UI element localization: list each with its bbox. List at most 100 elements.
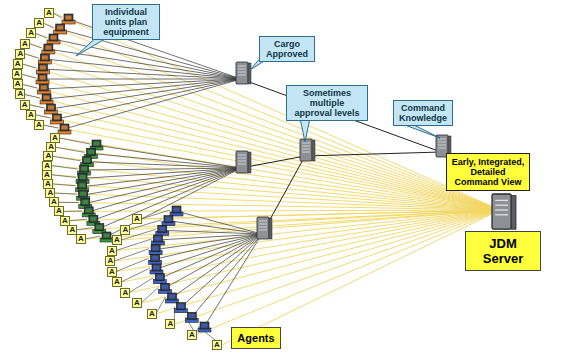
feed-line xyxy=(53,184,500,210)
agent-letter: A xyxy=(43,162,51,170)
agent-box: A xyxy=(105,256,115,266)
workstation-icon xyxy=(47,34,60,44)
agent-box: A xyxy=(107,246,117,256)
unit-line xyxy=(176,211,262,234)
agent-letter: A xyxy=(14,60,22,68)
agent-letter: A xyxy=(21,40,29,48)
agent-link xyxy=(35,115,50,118)
agent-letter: A xyxy=(68,226,76,234)
server-icon xyxy=(257,217,272,239)
agent-box: A xyxy=(120,288,130,298)
agent-letter: A xyxy=(44,152,52,160)
node-text: Command Knowledge xyxy=(397,103,449,123)
feed-line xyxy=(44,125,500,210)
unit-line xyxy=(42,79,241,80)
agent-letter: A xyxy=(35,121,43,129)
node-text: Early, Integrated, Detailed Command View xyxy=(450,157,526,187)
agent-letter: A xyxy=(77,235,85,243)
agent-letter: A xyxy=(46,189,54,197)
workstation-icon xyxy=(38,54,51,64)
workstation-icon xyxy=(149,254,162,264)
unit-line xyxy=(50,79,241,109)
agent-link xyxy=(29,44,42,48)
agent-link xyxy=(43,23,54,28)
callout-box: Cargo Approved xyxy=(259,36,315,62)
unit-line xyxy=(53,39,241,79)
agent-link xyxy=(21,74,36,78)
agent-letter: A xyxy=(108,247,116,255)
server-icon xyxy=(236,62,251,84)
agent-link xyxy=(24,94,40,98)
agent-letter: A xyxy=(21,101,29,109)
feed-line xyxy=(22,74,500,210)
agent-letter: A xyxy=(121,289,129,297)
agent-link xyxy=(52,184,76,186)
unit-line xyxy=(48,49,241,79)
agent-letter: A xyxy=(35,19,43,27)
unit-line xyxy=(159,234,262,279)
servers xyxy=(236,62,516,239)
agent-box: A xyxy=(20,100,30,110)
agent-letter: A xyxy=(44,180,52,188)
feed-line xyxy=(142,210,500,303)
workstation-icon xyxy=(54,24,67,34)
agent-letter: A xyxy=(188,331,196,339)
agent-letter: A xyxy=(13,70,21,78)
highlight-callout: Early, Integrated, Detailed Command View xyxy=(446,153,530,191)
unit-line xyxy=(56,79,241,119)
node-text: Individual units plan equipment xyxy=(96,7,156,37)
unit-line xyxy=(82,168,241,187)
workstation-icon xyxy=(185,312,198,322)
agent-letter: A xyxy=(14,80,22,88)
agent-letter: A xyxy=(61,217,69,225)
feed-line xyxy=(56,147,500,210)
agent-link xyxy=(53,13,62,18)
unit-line xyxy=(191,234,262,317)
agent-letter: A xyxy=(113,278,121,286)
workstation-icon xyxy=(156,225,169,235)
feed-line xyxy=(23,64,500,210)
agent-box: A xyxy=(147,309,157,319)
agent-letter: A xyxy=(133,215,141,223)
agent-box: A xyxy=(12,69,22,79)
agent-link xyxy=(63,210,82,212)
agent-box: A xyxy=(212,340,222,350)
workstation-icon xyxy=(149,245,162,255)
agent-link xyxy=(116,258,149,271)
agent-link xyxy=(51,166,78,170)
agent-box: A xyxy=(132,214,142,224)
feed-line xyxy=(222,210,500,345)
workstation-icon xyxy=(174,303,187,313)
agent-box: A xyxy=(112,277,122,287)
agent-letter: A xyxy=(121,226,129,234)
workstation-icon xyxy=(37,84,50,94)
group-label: Agents xyxy=(231,327,281,349)
agent-box: A xyxy=(13,79,23,89)
feed-line xyxy=(52,175,500,210)
agent-box: A xyxy=(120,225,130,235)
agent-box: A xyxy=(20,39,30,49)
agent-box: A xyxy=(76,234,86,244)
agent-link xyxy=(43,125,58,128)
workstation-icon xyxy=(62,14,75,24)
agent-box: A xyxy=(15,49,25,59)
unit-line xyxy=(88,168,241,212)
agent-letter: A xyxy=(166,320,174,328)
server-icon xyxy=(236,151,251,173)
feed-line xyxy=(130,210,500,293)
agent-box: A xyxy=(26,110,36,120)
feed-line xyxy=(117,210,500,272)
feed-line xyxy=(175,210,500,324)
unit-line xyxy=(93,168,241,220)
workstation-icon xyxy=(150,264,163,274)
agent-box: A xyxy=(15,89,25,99)
agent-link xyxy=(29,105,45,108)
unit-line xyxy=(87,162,241,168)
feed-line xyxy=(53,156,500,210)
feed-line xyxy=(25,94,500,210)
unit-line xyxy=(162,230,262,234)
agent-letter: A xyxy=(47,143,55,151)
unit-line xyxy=(42,69,241,79)
feed-line xyxy=(157,210,500,314)
agent-link xyxy=(24,54,38,58)
